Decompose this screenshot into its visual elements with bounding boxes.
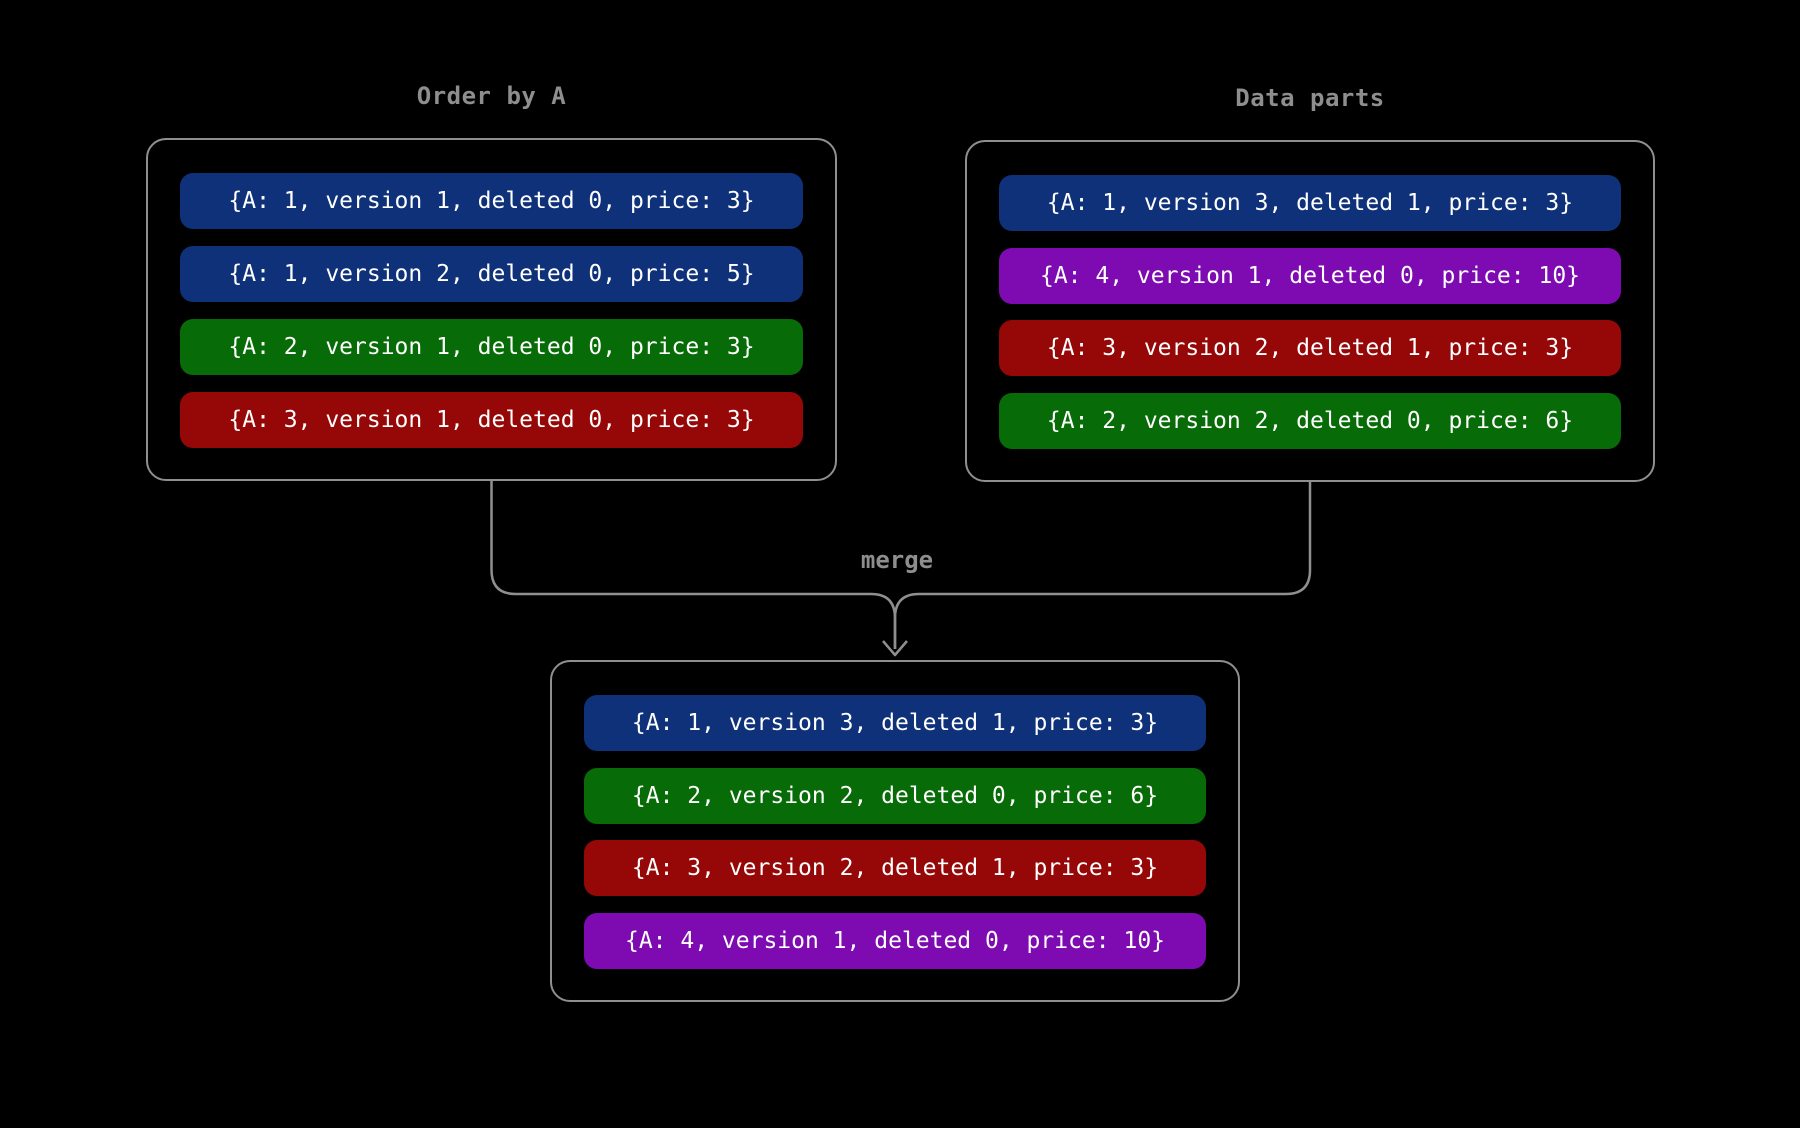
order-by-a-box: {A: 1, version 1, deleted 0, price: 3} {…: [146, 138, 837, 481]
data-row: {A: 4, version 1, deleted 0, price: 10}: [999, 247, 1621, 304]
data-row: {A: 2, version 2, deleted 0, price: 6}: [999, 392, 1621, 449]
data-row: {A: 1, version 2, deleted 0, price: 5}: [180, 246, 803, 302]
data-row: {A: 1, version 3, deleted 1, price: 3}: [999, 175, 1621, 231]
connector-left-path: [490, 481, 897, 649]
data-row: {A: 2, version 2, deleted 0, price: 6}: [584, 767, 1206, 824]
order-by-a-title: Order by A: [416, 82, 567, 110]
data-row: {A: 1, version 3, deleted 1, price: 3}: [584, 695, 1206, 751]
data-row: {A: 2, version 1, deleted 0, price: 3}: [180, 319, 803, 375]
data-row: {A: 3, version 1, deleted 0, price: 3}: [180, 392, 803, 448]
data-parts-title: Data parts: [1235, 84, 1385, 112]
merge-label: merge: [860, 546, 934, 574]
data-row: {A: 3, version 2, deleted 1, price: 3}: [999, 320, 1621, 377]
connector-right-path: [893, 482, 1312, 649]
data-row: {A: 1, version 1, deleted 0, price: 3}: [180, 173, 803, 229]
data-row: {A: 4, version 1, deleted 0, price: 10}: [584, 912, 1206, 969]
merged-result-box: {A: 1, version 3, deleted 1, price: 3} {…: [550, 660, 1240, 1002]
data-parts-box: {A: 1, version 3, deleted 1, price: 3} {…: [965, 140, 1655, 482]
merge-arrowhead-icon: [882, 640, 908, 657]
data-row: {A: 3, version 2, deleted 1, price: 3}: [584, 840, 1206, 897]
